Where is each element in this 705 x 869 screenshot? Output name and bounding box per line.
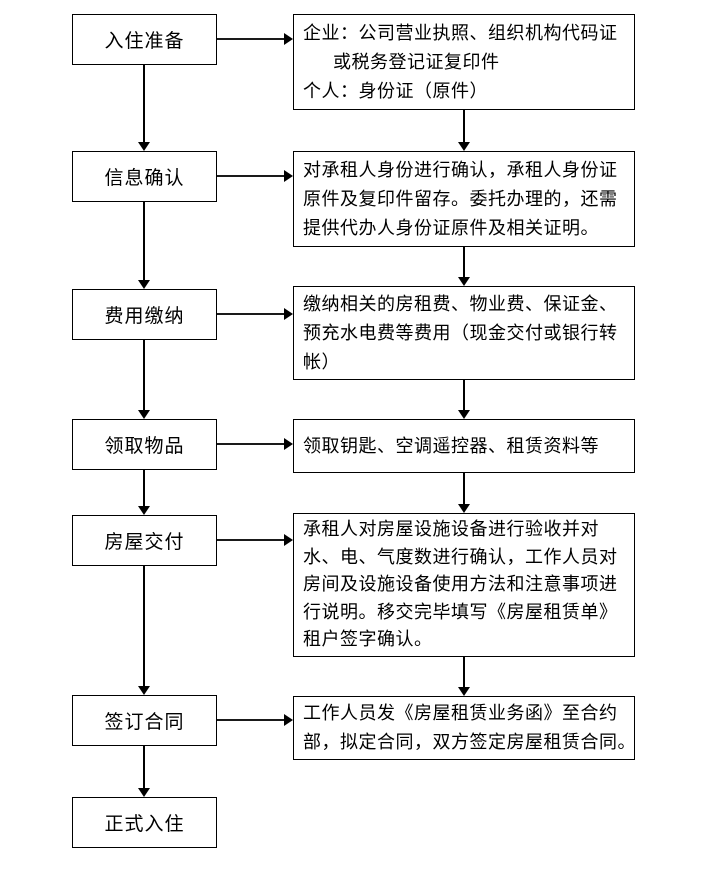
detail-line: 提供代办人身份证原件及相关证明。	[303, 217, 599, 239]
arrow-down-icon	[138, 65, 150, 151]
step-box-collect-items: 领取物品	[72, 419, 217, 470]
detail-line: 帐）	[303, 351, 340, 373]
step-box-fee-payment: 费用缴纳	[72, 289, 217, 340]
detail-line: 承租人对房屋设施设备进行验收并对	[303, 519, 599, 541]
step-label: 房屋交付	[104, 531, 185, 553]
step-label: 签订合同	[104, 711, 185, 733]
arrow-down-icon	[458, 473, 470, 513]
detail-box-move-in-preparation: 企业：公司营业执照、组织机构代码证 或税务登记证复印件 个人：身份证（原件）	[293, 14, 635, 110]
step-label: 入住准备	[104, 30, 185, 52]
step-box-sign-contract: 签订合同	[72, 695, 217, 746]
step-box-official-move-in: 正式入住	[72, 797, 217, 848]
arrow-down-icon	[458, 380, 470, 419]
detail-box-information-confirmation: 对承租人身份进行确认，承租人身份证 原件及复印件留存。委托办理的，还需 提供代办…	[293, 151, 635, 247]
detail-box-sign-contract: 工作人员发《房屋租赁业务函》至合约 部，拟定合同，双方签定房屋租赁合同。	[293, 696, 636, 760]
arrow-down-icon	[458, 247, 470, 286]
detail-line: 原件及复印件留存。委托办理的，还需	[303, 188, 618, 210]
detail-line: 或税务登记证复印件	[333, 51, 500, 73]
step-label: 信息确认	[104, 167, 185, 189]
detail-line: 领取钥匙、空调遥控器、租赁资料等	[303, 435, 599, 457]
detail-line: 行说明。移交完毕填写《房屋租赁单》	[303, 601, 618, 623]
detail-line: 工作人员发《房屋租赁业务函》至合约	[303, 703, 618, 724]
detail-line: 缴纳相关的房租费、物业费、保证金、	[303, 293, 618, 315]
detail-line: 对承租人身份进行确认，承租人身份证	[303, 159, 618, 181]
detail-line: 预充水电费等费用（现金交付或银行转	[303, 322, 618, 344]
arrow-right-icon	[217, 33, 293, 45]
arrow-down-icon	[458, 657, 470, 696]
detail-line: 部，拟定合同，双方签定房屋租赁合同。	[303, 732, 636, 753]
arrow-right-icon	[217, 308, 293, 320]
arrow-down-icon	[138, 340, 150, 419]
arrow-down-icon	[138, 202, 150, 289]
step-box-information-confirmation: 信息确认	[72, 151, 217, 202]
arrow-down-icon	[458, 110, 470, 151]
arrow-down-icon	[138, 746, 150, 797]
step-label: 领取物品	[104, 435, 185, 457]
detail-line: 个人：身份证（原件）	[303, 80, 488, 102]
detail-line: 企业：公司营业执照、组织机构代码证	[303, 22, 618, 44]
detail-box-collect-items: 领取钥匙、空调遥控器、租赁资料等	[293, 419, 635, 473]
step-box-move-in-preparation: 入住准备	[72, 14, 217, 65]
detail-line: 房间及设施设备使用方法和注意事项进	[303, 574, 618, 596]
detail-box-house-handover: 承租人对房屋设施设备进行验收并对 水、电、气度数进行确认，工作人员对 房间及设施…	[293, 513, 635, 657]
detail-box-fee-payment: 缴纳相关的房租费、物业费、保证金、 预充水电费等费用（现金交付或银行转 帐）	[293, 286, 635, 380]
step-box-house-handover: 房屋交付	[72, 515, 217, 566]
arrow-right-icon	[217, 714, 293, 726]
detail-line: 租户签字确认。	[303, 629, 433, 651]
step-label: 正式入住	[104, 813, 185, 835]
arrow-right-icon	[217, 438, 293, 450]
arrow-down-icon	[138, 470, 150, 515]
step-label: 费用缴纳	[104, 305, 185, 327]
arrow-right-icon	[217, 170, 293, 182]
detail-line: 水、电、气度数进行确认，工作人员对	[303, 546, 618, 568]
arrow-right-icon	[217, 534, 293, 546]
arrow-down-icon	[138, 566, 150, 695]
